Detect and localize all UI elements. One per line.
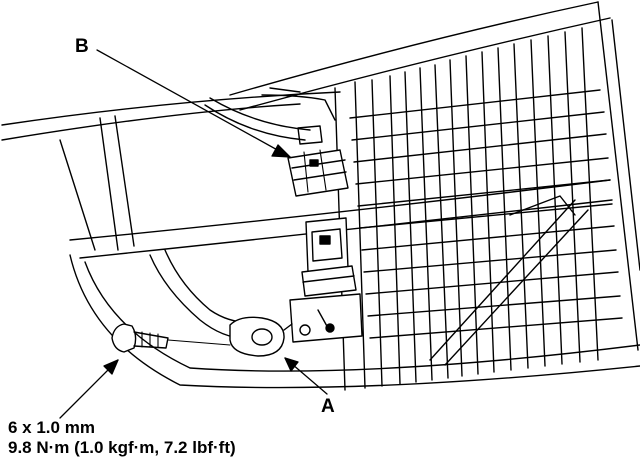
bumper-beam [1,91,640,389]
pressure-sensor [289,217,363,343]
harness-connector [287,125,349,197]
mounting-bolt [111,323,231,353]
bolt-size-label: 6 x 1.0 mm [8,418,95,437]
condenser-grid [229,1,640,391]
callout-b-label: B [75,36,89,57]
bolt-torque-label: 9.8 N·m (1.0 kgf·m, 7.2 lbf·ft) [8,438,236,457]
ac-line [149,249,293,357]
callout-a-label: A [321,396,335,417]
leader-lines [59,49,328,419]
